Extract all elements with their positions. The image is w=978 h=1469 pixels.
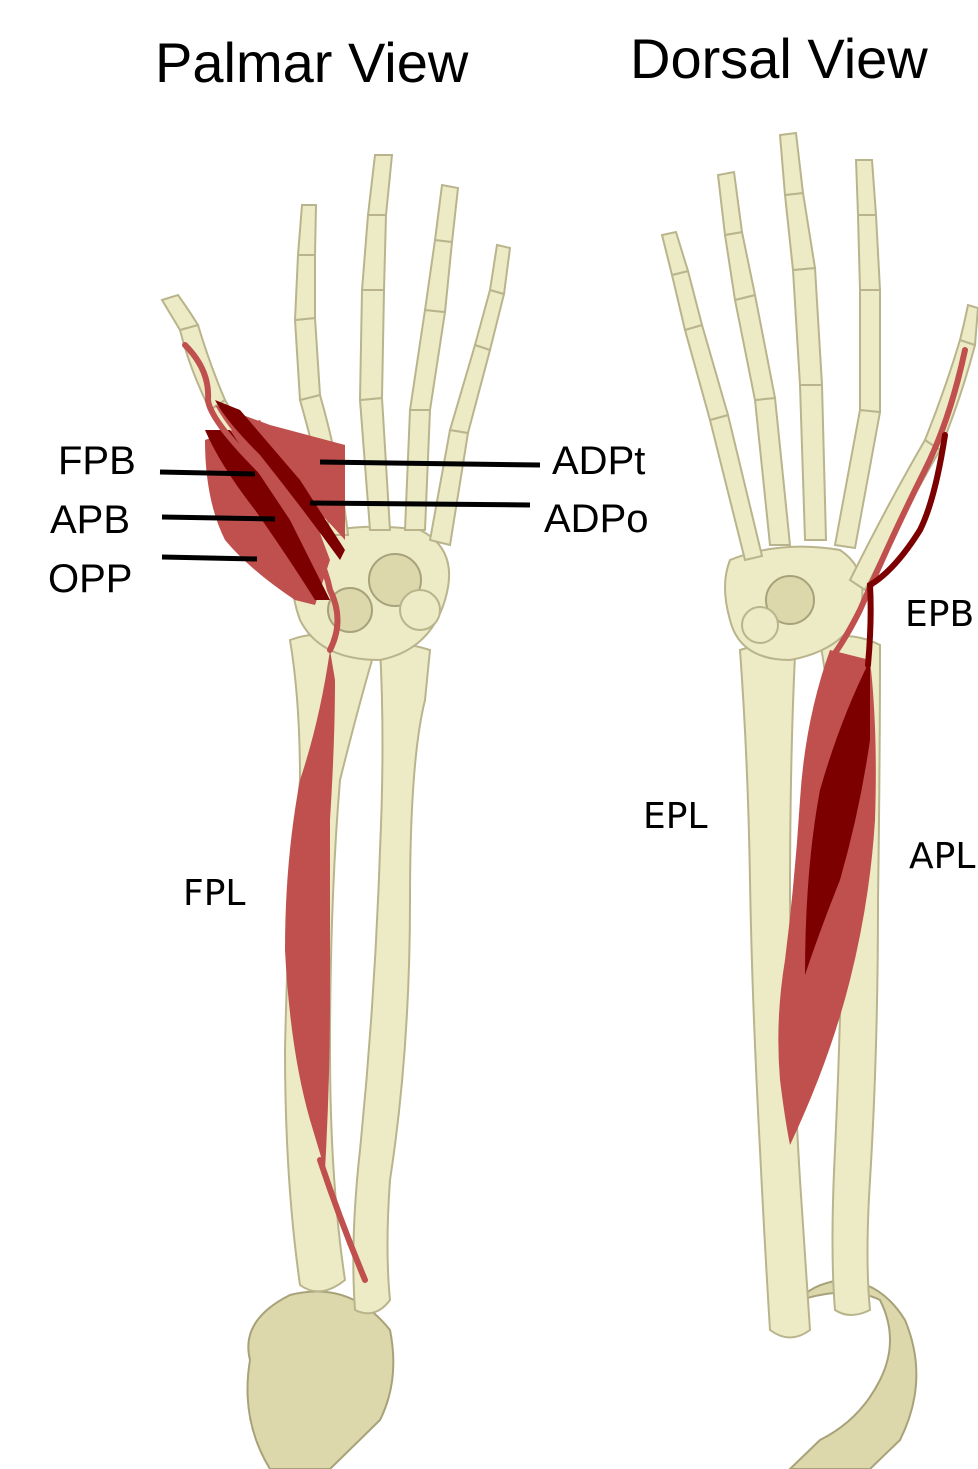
- dorsal-view-title: Dorsal View: [630, 27, 928, 90]
- label-apl: APL: [909, 836, 975, 877]
- label-opp: OPP: [48, 557, 132, 601]
- label-adpt: ADPt: [552, 439, 645, 483]
- label-fpl: FPL: [183, 873, 245, 914]
- label-apb: APB: [50, 498, 130, 542]
- palmar-view-title: Palmar View: [155, 31, 469, 94]
- label-adpo: ADPo: [544, 497, 649, 541]
- palmar-skeleton: [162, 155, 510, 1469]
- label-epl: EPL: [643, 796, 708, 837]
- label-fpb: FPB: [58, 439, 136, 483]
- label-epb: EPB: [905, 594, 974, 635]
